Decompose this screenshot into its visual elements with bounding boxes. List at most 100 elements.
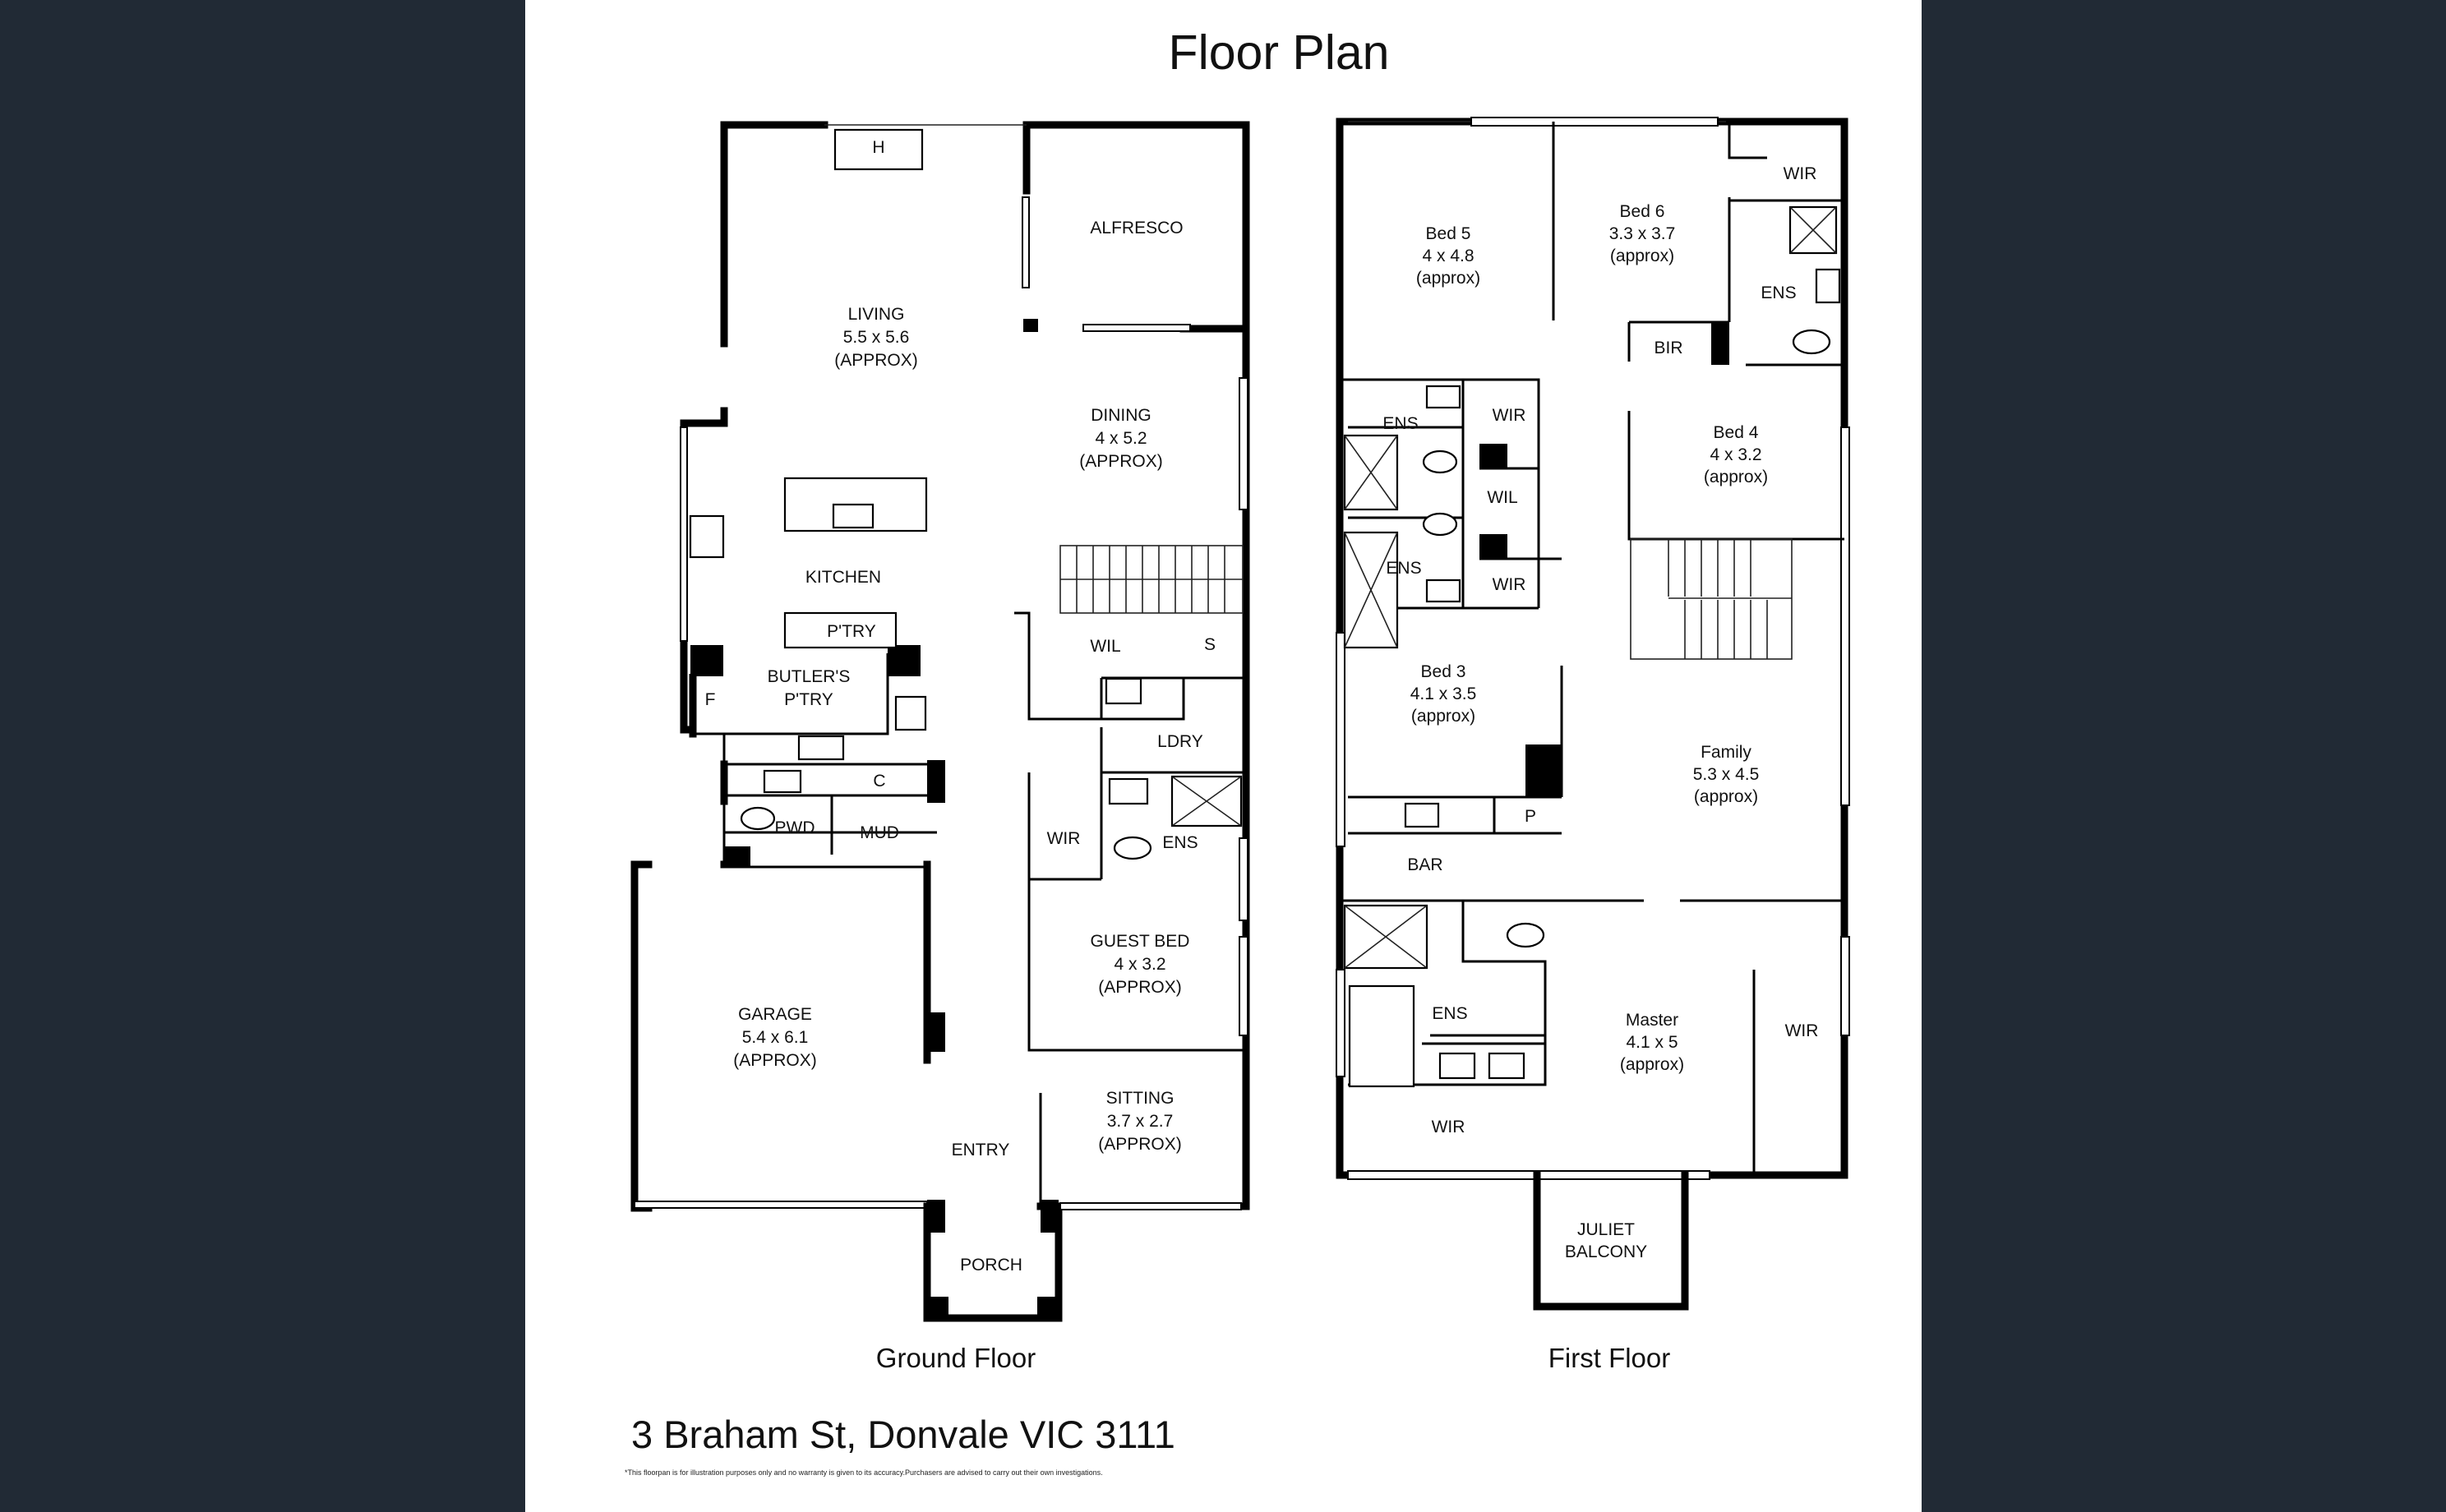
garage-door	[634, 1201, 928, 1209]
sink-icon	[1815, 268, 1841, 304]
room-approx-sitting: (APPROX)	[1098, 1135, 1182, 1154]
alfresco-wall	[1022, 121, 1250, 374]
room-label-heater: H	[872, 138, 884, 157]
room-label-mud: MUD	[860, 823, 899, 842]
sink-icon	[832, 503, 875, 529]
room-label-bed5: Bed 5	[1426, 224, 1471, 243]
sink-icon	[1105, 677, 1142, 705]
window	[1840, 936, 1850, 1036]
room-label-laundry: LDRY	[1157, 732, 1203, 751]
first-floor-plan: Bed 5 4 x 4.8 (approx) Bed 6 3.3 x 3.7 (…	[1336, 117, 1850, 1373]
wall-block	[1479, 534, 1507, 559]
sink-icon	[763, 769, 802, 794]
window	[1239, 837, 1248, 921]
room-approx-garage: (APPROX)	[733, 1051, 817, 1070]
wall-block	[1041, 1200, 1059, 1233]
room-size-garage: 5.4 x 6.1	[742, 1028, 809, 1047]
room-label-porch: PORCH	[960, 1256, 1022, 1275]
toilet-icon	[1792, 329, 1831, 355]
room-label-bed6: Bed 6	[1620, 202, 1665, 221]
ground-exterior-wall	[720, 121, 828, 348]
sink-icon	[1488, 1052, 1525, 1080]
room-approx-bed5: (approx)	[1416, 269, 1480, 288]
window	[1336, 632, 1345, 847]
room-label-pantry-first: P	[1525, 807, 1536, 826]
sink-icon	[1438, 1052, 1476, 1080]
wall-block	[927, 760, 945, 803]
room-approx-master: (approx)	[1620, 1055, 1684, 1074]
sink-icon	[1404, 802, 1440, 828]
room-label-bir: BIR	[1654, 339, 1682, 357]
room-label-wir-master: WIR	[1785, 1021, 1819, 1040]
room-label-guest-bed: GUEST BED	[1091, 932, 1190, 951]
room-label-kitchen: KITCHEN	[805, 568, 881, 587]
room-label-bed4: Bed 4	[1714, 423, 1759, 442]
sink-icon	[797, 735, 845, 761]
window	[1239, 936, 1248, 1036]
room-size-sitting: 3.7 x 2.7	[1107, 1112, 1174, 1131]
room-size-bed6: 3.3 x 3.7	[1609, 224, 1676, 243]
room-label-wir-mid1: WIR	[1493, 406, 1526, 425]
room-approx-bed6: (approx)	[1610, 247, 1674, 265]
property-address: 3 Braham St, Donvale VIC 3111	[631, 1413, 1175, 1456]
room-label-juliet-1: JULIET	[1577, 1220, 1635, 1239]
room-approx-living: (APPROX)	[834, 351, 918, 370]
wall-block	[1479, 444, 1507, 468]
room-label-wir-bottom: WIR	[1432, 1118, 1465, 1136]
master-ens-outline	[1348, 901, 1547, 1086]
room-size-bed4: 4 x 3.2	[1710, 445, 1761, 464]
page-title: Floor Plan	[1169, 25, 1390, 80]
juliet-balcony-wall	[1533, 1171, 1689, 1311]
room-label-butlers-2: P'TRY	[784, 690, 833, 709]
room-label-pantry: P'TRY	[827, 622, 876, 641]
room-label-master: Master	[1626, 1011, 1678, 1030]
room-label-bar: BAR	[1407, 855, 1442, 874]
disclaimer-text: *This floorpan is for illustration purpo…	[625, 1468, 1103, 1477]
bed6-wir-wall	[1728, 122, 1767, 159]
room-label-wil: WIL	[1487, 488, 1517, 507]
ground-floor-plan: H ALFRESCO LIVING 5.5 x 5.6 (APPROX) DIN…	[630, 121, 1250, 1373]
room-size-living: 5.5 x 5.6	[843, 328, 910, 347]
pantry-bench	[783, 611, 898, 649]
room-approx-family: (approx)	[1694, 787, 1758, 806]
room-label-living: LIVING	[848, 305, 905, 324]
room-approx-dining: (APPROX)	[1079, 452, 1163, 471]
first-floor-caption: First Floor	[1548, 1343, 1671, 1373]
room-size-bed5: 4 x 4.8	[1422, 247, 1474, 265]
room-size-master: 4.1 x 5	[1626, 1033, 1678, 1052]
room-label-guest-wir: WIR	[1047, 829, 1081, 848]
wir-wil-outline	[1479, 378, 1540, 608]
window	[1059, 1202, 1242, 1210]
first-stair	[1630, 538, 1793, 660]
sliding-door	[1082, 324, 1191, 332]
room-label-wir-top: WIR	[1784, 164, 1817, 183]
room-label-wir-mid2: WIR	[1493, 575, 1526, 594]
wil-outline	[1014, 611, 1246, 721]
room-label-butlers-1: BUTLER'S	[768, 667, 851, 686]
room-label-ens-top: ENS	[1761, 284, 1796, 302]
room-label-storage: S	[1204, 635, 1216, 654]
heater	[833, 128, 924, 171]
toilet-icon	[1506, 922, 1545, 948]
wall-block	[888, 645, 921, 676]
room-label-powder: PWD	[775, 818, 815, 837]
window	[1840, 426, 1850, 806]
room-label-entry: ENTRY	[952, 1141, 1010, 1159]
room-label-fridge: F	[705, 690, 716, 709]
wall-block	[1525, 744, 1562, 797]
toilet-icon	[1422, 512, 1458, 537]
room-approx-guest-bed: (APPROX)	[1098, 978, 1182, 997]
window	[1239, 377, 1248, 510]
wall-block	[1711, 322, 1729, 365]
room-label-cupboard: C	[873, 772, 885, 791]
ground-floor-caption: Ground Floor	[876, 1343, 1036, 1373]
toilet-icon	[1113, 836, 1152, 860]
sink-icon	[1425, 579, 1461, 603]
porch-wall	[923, 1202, 1063, 1322]
garage-wall	[630, 860, 653, 1212]
room-size-family: 5.3 x 4.5	[1693, 765, 1760, 784]
room-label-alfresco: ALFRESCO	[1090, 219, 1183, 237]
room-label-ens-left2: ENS	[1386, 559, 1421, 578]
butler-pantry-outline	[689, 653, 889, 735]
